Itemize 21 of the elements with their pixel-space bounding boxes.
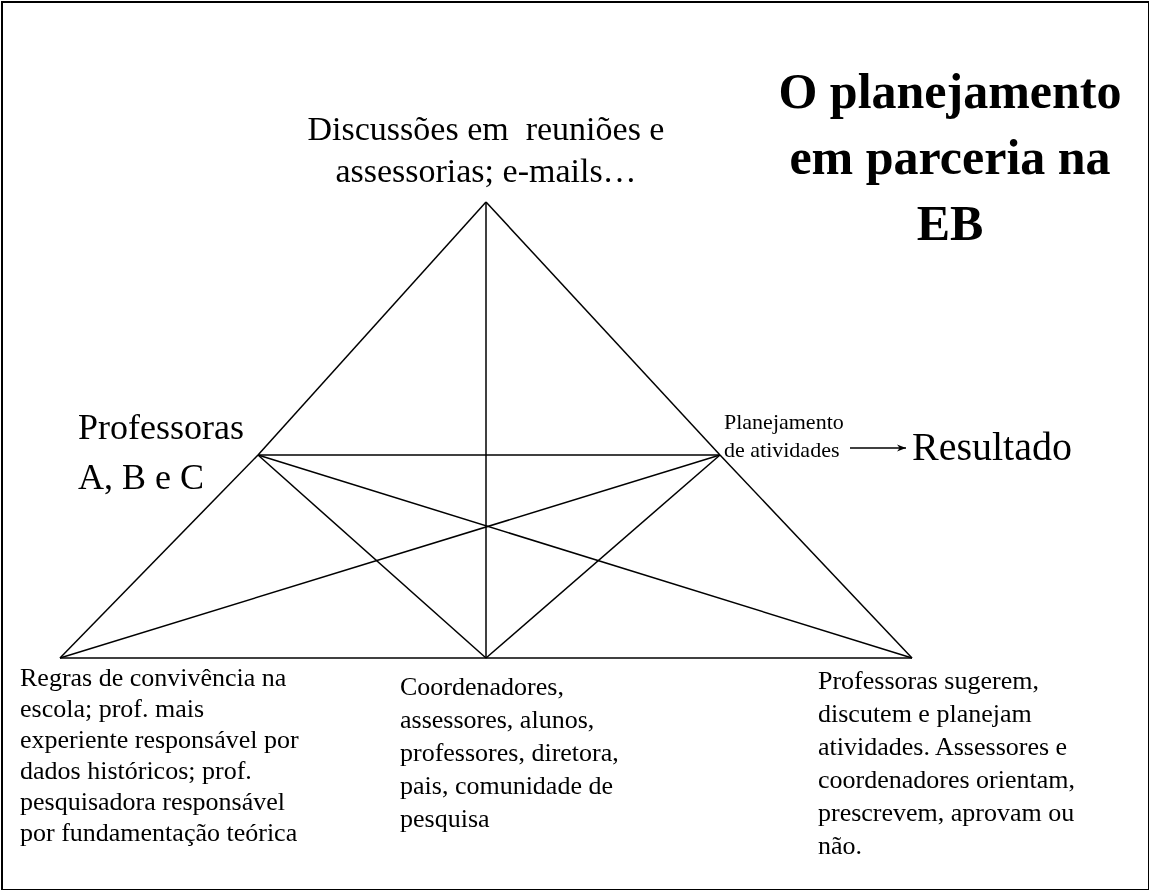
node-label: Planejamento de atividades <box>724 408 850 464</box>
connector-line <box>719 454 913 659</box>
node-label: Coordenadores, assessores, alunos, professores, diretora, pais, comunidade de pesquisa <box>400 670 650 835</box>
connector-line <box>59 454 259 659</box>
connector-line <box>485 657 913 659</box>
connector-line <box>59 657 487 659</box>
connector-line <box>485 201 487 659</box>
node-label: Regras de convivência na escola; prof. mais experiente responsável por dados históricos; prof. pesquisadora responsável por fundamentação teórica <box>20 662 312 848</box>
node-label: Professoras A, B e C <box>78 402 268 502</box>
connector-line <box>257 454 913 659</box>
node-label: Discussões em reuniões e assessorias; e-mails… <box>286 108 686 192</box>
connector-line <box>59 454 721 659</box>
connector-line <box>257 454 721 456</box>
node-label: Resultado <box>912 424 1112 470</box>
title: O planejamento em parceria na EB <box>777 62 1123 253</box>
connector-line <box>257 201 487 456</box>
connector-line <box>485 201 721 456</box>
arrow <box>849 444 907 452</box>
connector-line <box>257 454 487 659</box>
node-label: Professoras sugerem, discutem e planejam atividades. Assessores e coordenadores orientam, prescrevem, aprovam ou não. <box>818 664 1110 862</box>
connector-line <box>485 454 721 659</box>
